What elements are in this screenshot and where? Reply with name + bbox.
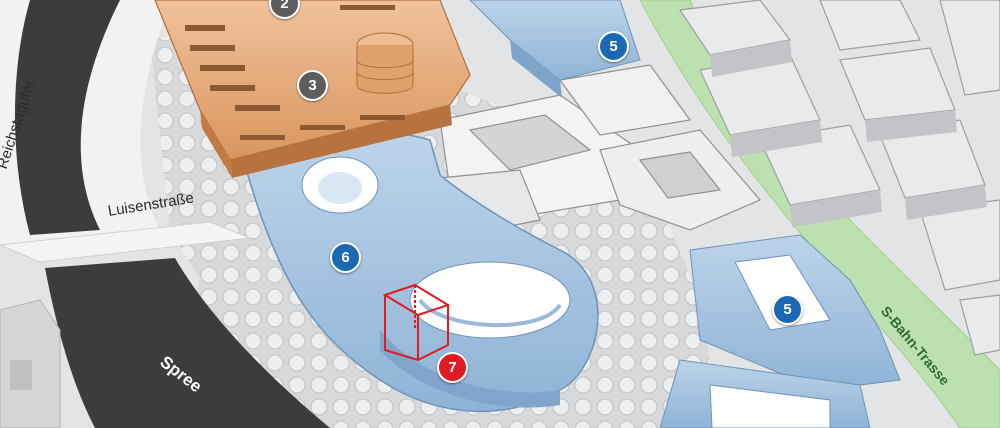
- planned-building-5-north-side: [510, 40, 562, 98]
- planned-building-6-facade: [380, 330, 560, 408]
- existing-building-orange-front: [230, 105, 452, 178]
- marker-3[interactable]: 3: [297, 70, 328, 101]
- planned-building-5-south-courtyard: [709, 384, 831, 428]
- planned-building-6-void-b-edge: [418, 298, 562, 328]
- spree-river-upper: [15, 0, 120, 235]
- existing-building-orange-side: [200, 110, 232, 178]
- planned-building-5-north: [469, 0, 641, 81]
- existing-building-orange-windows: [185, 5, 405, 140]
- marker-7[interactable]: 7: [437, 352, 468, 383]
- city-blocks-east-shadow: [710, 40, 987, 227]
- marker-6[interactable]: 6: [330, 242, 361, 273]
- luisenstrasse-road: [0, 221, 251, 263]
- planned-building-5-east-courtyard: [734, 254, 831, 331]
- planned-building-6-void-a-inner: [318, 172, 362, 204]
- rotunda-body: [356, 45, 414, 94]
- construction-box: [382, 283, 451, 362]
- city-blocks-east: [678, 0, 1000, 356]
- marker-5-east[interactable]: 5: [772, 294, 803, 325]
- rotunda-rings: [356, 59, 414, 80]
- marker-5-north[interactable]: 5: [598, 31, 629, 62]
- spree-river-lower: [45, 258, 330, 428]
- existing-block-sw-detail: [10, 360, 32, 390]
